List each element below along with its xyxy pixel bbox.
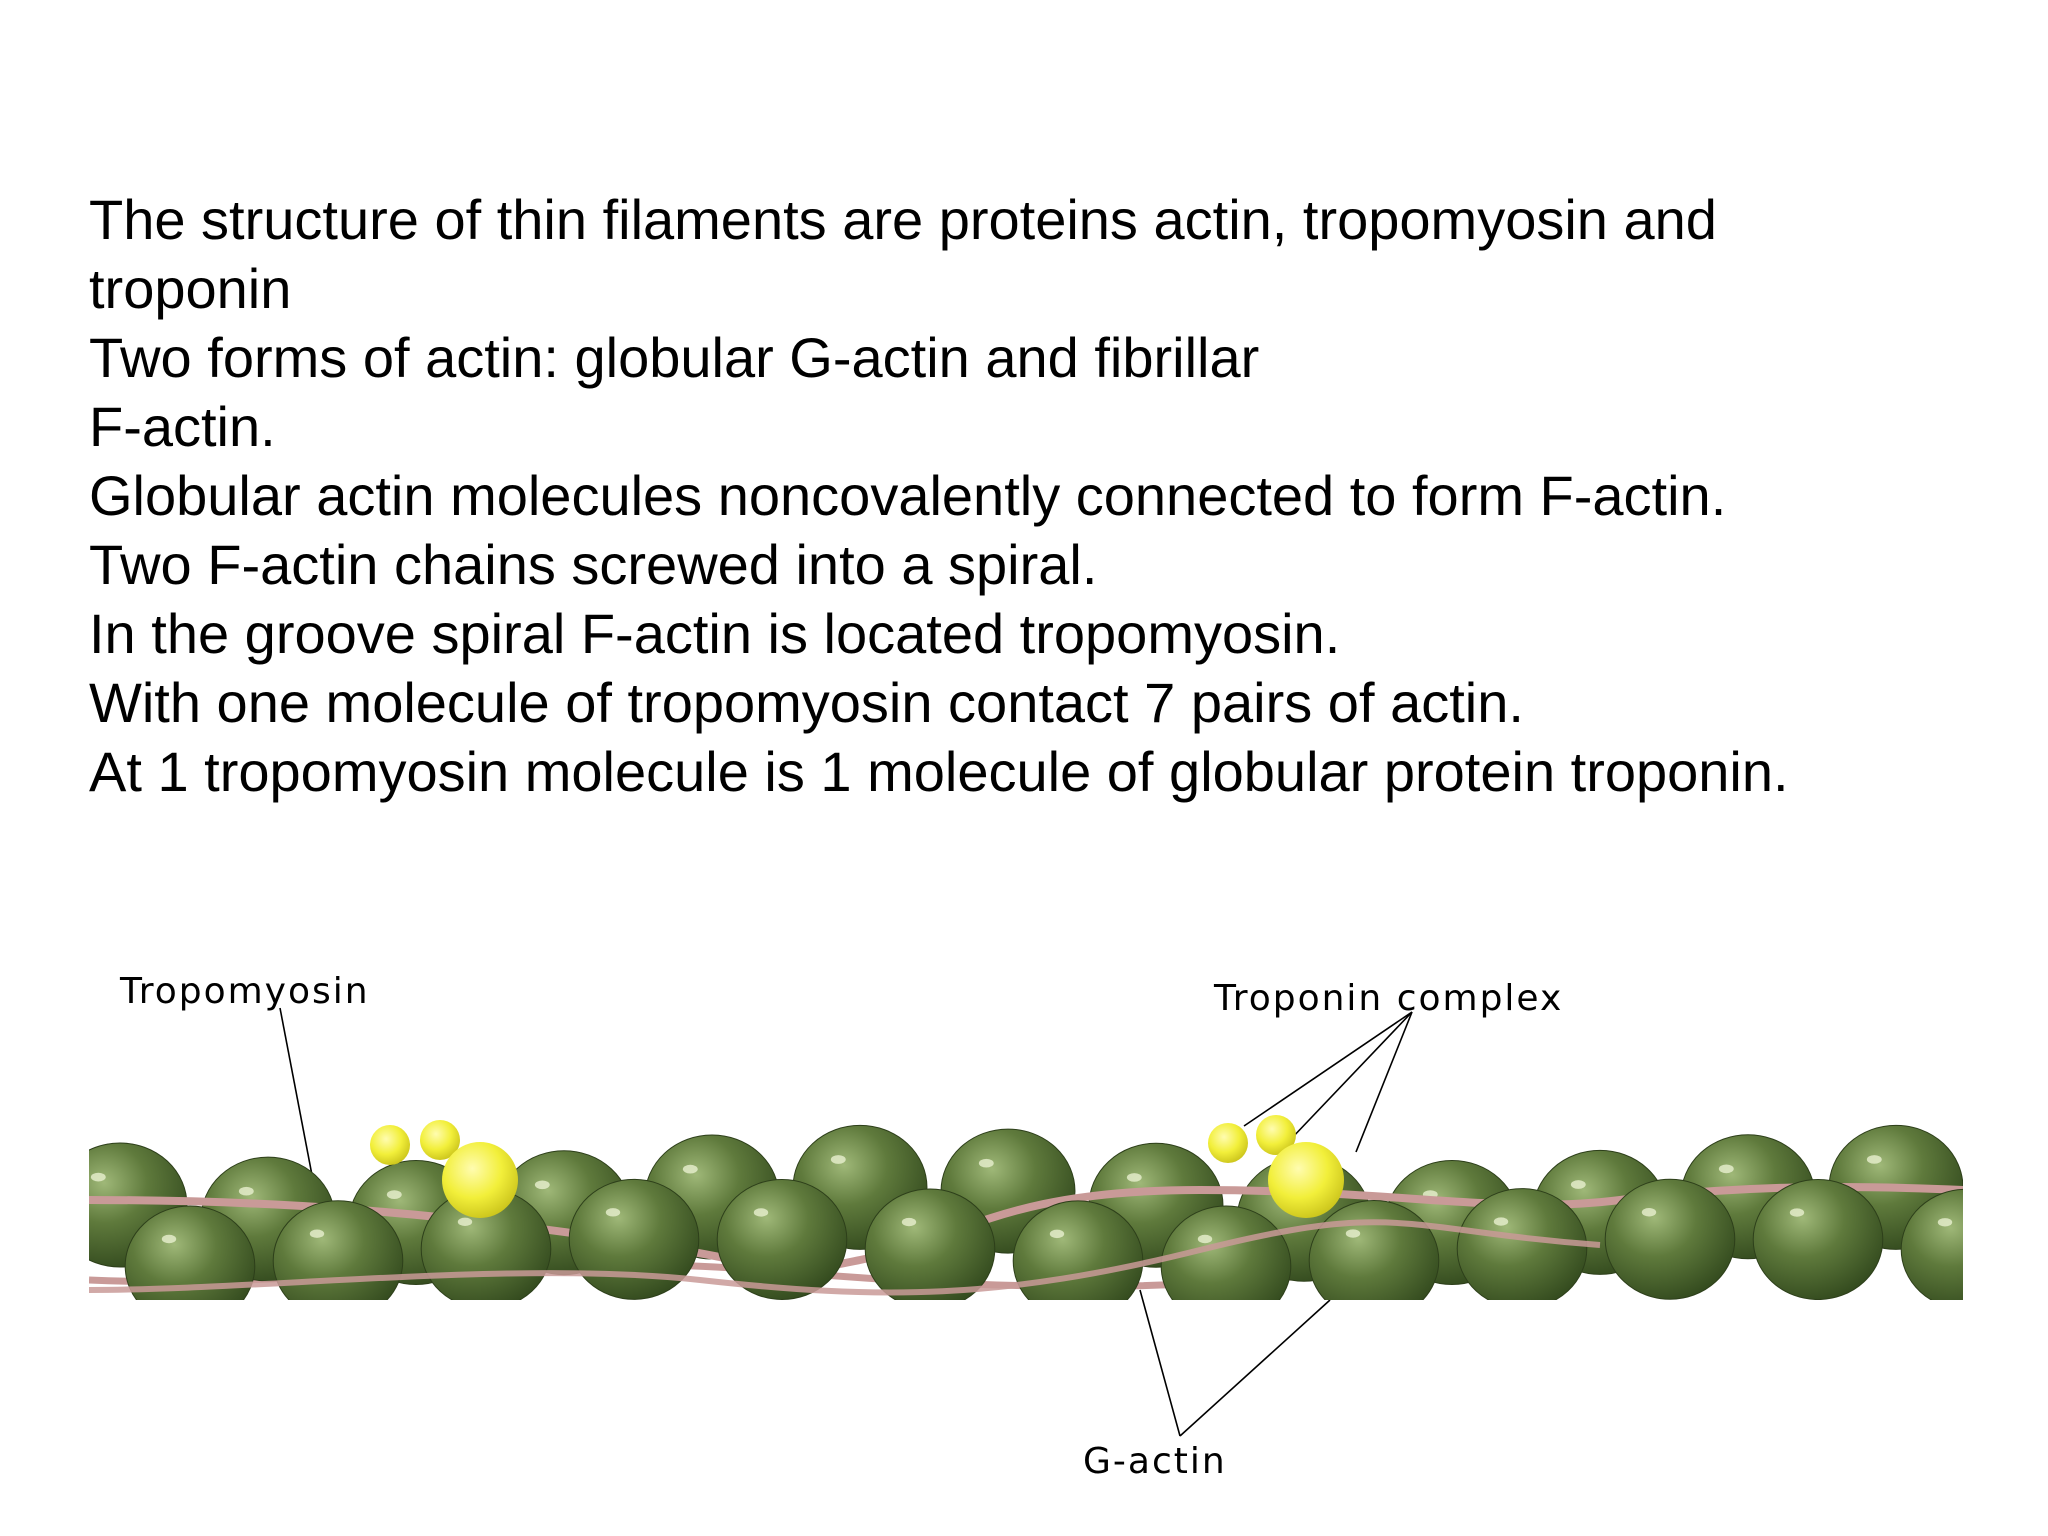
g-actin-bead (1160, 1205, 1292, 1300)
g-actin-highlight (386, 1190, 402, 1199)
g-actin-bead (1604, 1178, 1736, 1300)
g-actin-highlight (1718, 1164, 1734, 1174)
g-actin-pointer-lines (1139, 1289, 1331, 1437)
g-actin-bead (1752, 1179, 1884, 1300)
troponin-complex-right (1208, 1115, 1344, 1218)
g-actin-highlight (534, 1180, 550, 1190)
body-line: In the groove spiral F-actin is located … (89, 602, 1341, 665)
body-line: With one molecule of tropomyosin contact… (89, 671, 1524, 734)
g-actin-highlight (457, 1217, 473, 1227)
g-actin-bead (568, 1178, 700, 1300)
slide-body-text: The structure of thin filaments are prot… (89, 185, 1989, 806)
tropomyosin-strand-front (89, 1219, 1601, 1296)
g-actin-bead (272, 1200, 404, 1300)
g-actin-bead (124, 1205, 256, 1300)
g-actin-highlight (2015, 1159, 2030, 1168)
g-actin-highlight (1126, 1173, 1142, 1182)
g-actin-highlight (1049, 1229, 1065, 1239)
g-actin-bead (1012, 1200, 1144, 1300)
g-actin-highlight (1866, 1155, 1882, 1164)
g-actin-highlight (605, 1208, 621, 1217)
g-actin-highlight (1345, 1229, 1361, 1238)
g-actin-highlight (753, 1208, 769, 1217)
g-actin-highlight (1197, 1234, 1213, 1244)
body-line: F-actin. (89, 395, 276, 458)
g-actin-highlight (238, 1186, 254, 1196)
body-line: Globular actin molecules noncovalently c… (89, 464, 1727, 527)
g-actin-highlight (830, 1155, 846, 1164)
g-actin-highlight (1493, 1217, 1509, 1226)
g-actin-highlight (901, 1217, 917, 1227)
g-actin-highlight (1570, 1180, 1586, 1189)
g-actin-bead (716, 1178, 848, 1300)
body-line: Two forms of actin: globular G-actin and… (89, 326, 1260, 389)
g-actin-label: G-actin (1083, 1441, 1227, 1482)
g-actin-highlight (90, 1172, 106, 1182)
g-actin-bead (864, 1188, 996, 1300)
actin-filament (89, 1124, 2048, 1300)
g-actin-highlight (682, 1164, 698, 1174)
g-actin-highlight (978, 1158, 994, 1168)
body-line: troponin (89, 257, 292, 320)
g-actin-bead (1308, 1200, 1440, 1300)
body-line: At 1 tropomyosin molecule is 1 molecule … (89, 740, 1789, 803)
g-actin-bead (1456, 1188, 1588, 1300)
g-actin-highlight (1789, 1208, 1805, 1217)
troponin-pointer-lines (1243, 1011, 1413, 1153)
g-actin-highlight (161, 1234, 177, 1244)
body-line: Two F-actin chains screwed into a spiral… (89, 533, 1098, 596)
g-actin-highlight (1641, 1208, 1657, 1217)
troponin-complex-left (370, 1120, 518, 1218)
g-actin-highlight (309, 1229, 325, 1238)
troponin-complex-label: Troponin complex (1213, 978, 1563, 1019)
g-actin-bead (1900, 1188, 1963, 1300)
g-actin-bead (1977, 1129, 2048, 1253)
body-line: The structure of thin filaments are prot… (89, 188, 1717, 251)
tropomyosin-label: Tropomyosin (119, 971, 370, 1012)
tropomyosin-pointer-line (279, 1007, 317, 1197)
g-actin-highlight (1937, 1218, 1953, 1227)
